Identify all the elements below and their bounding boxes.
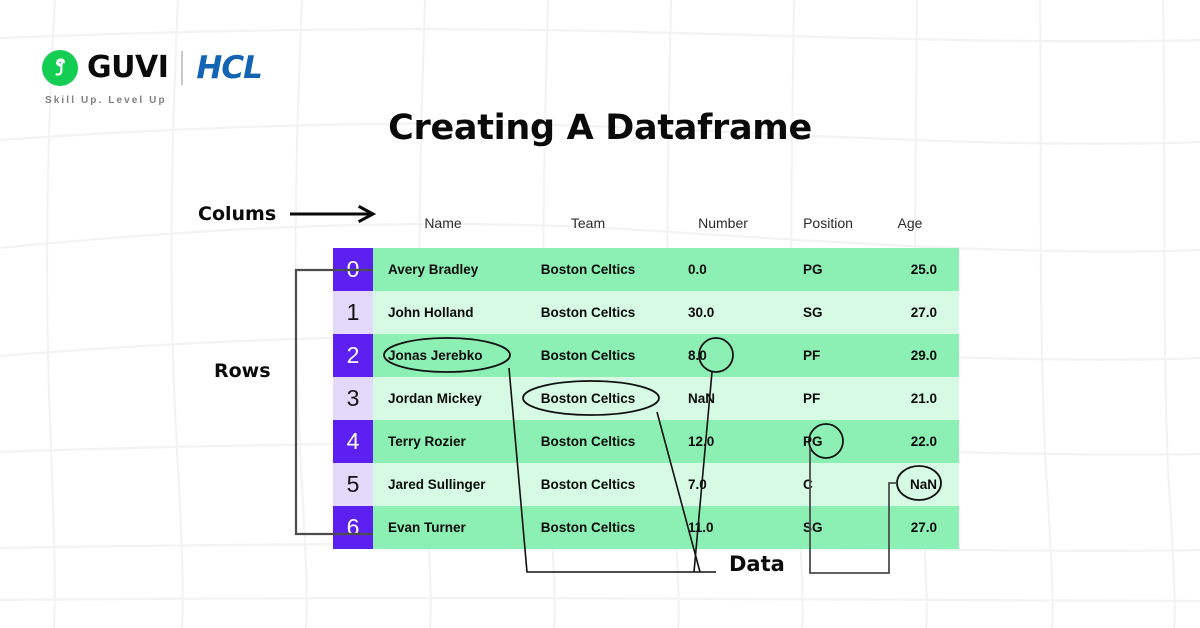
- cell-team: Boston Celtics: [540, 391, 636, 406]
- table-row: 0 Avery Bradley Boston Celtics 0.0 PG 25…: [333, 248, 959, 291]
- cell-age: NaN: [909, 477, 937, 492]
- cell-name: Avery Bradley: [388, 262, 479, 277]
- cell-number: 12.0: [688, 434, 715, 449]
- cell-position: SG: [803, 305, 823, 320]
- cell-number: 11.0: [688, 520, 714, 535]
- row-index: 1: [333, 291, 373, 334]
- cell-position: PF: [803, 391, 821, 406]
- row-cells: Jordan Mickey Boston Celtics NaN PF 21.0: [373, 377, 959, 420]
- cell-age: 29.0: [910, 348, 937, 363]
- cell-name: John Holland: [388, 305, 474, 320]
- column-header-age: Age: [897, 215, 923, 231]
- row-cells: Jonas Jerebko Boston Celtics 8.0 PF 29.0: [373, 334, 959, 377]
- rows-bracket: [294, 268, 373, 536]
- row-cells: John Holland Boston Celtics 30.0 SG 27.0: [373, 291, 959, 334]
- cell-number: 30.0: [688, 305, 715, 320]
- cell-position: C: [803, 477, 813, 492]
- cell-age: 22.0: [910, 434, 937, 449]
- columns-annotation: Colums: [198, 200, 380, 228]
- cell-position: PG: [803, 434, 823, 449]
- cell-age: 25.0: [910, 262, 937, 277]
- row-cells: Avery Bradley Boston Celtics 0.0 PG 25.0: [373, 248, 959, 291]
- table-row: 4 Terry Rozier Boston Celtics 12.0 PG 22…: [333, 420, 959, 463]
- row-cells: Jared Sullinger Boston Celtics 7.0 C NaN: [373, 463, 959, 506]
- cell-team: Boston Celtics: [540, 477, 636, 492]
- cell-position: PG: [803, 262, 823, 277]
- cell-number: 7.0: [688, 477, 707, 492]
- cell-number: NaN: [688, 391, 716, 406]
- row-cells: Terry Rozier Boston Celtics 12.0 PG 22.0: [373, 420, 959, 463]
- cell-name: Jordan Mickey: [388, 391, 482, 406]
- page-title: Creating A Dataframe: [388, 108, 812, 148]
- guvi-wordmark: GUVI: [87, 50, 169, 85]
- row-cells: Evan Turner Boston Celtics 11.0 SG 27.0: [373, 506, 959, 549]
- table-row: 5 Jared Sullinger Boston Celtics 7.0 C N…: [333, 463, 959, 506]
- logo-row: GUVI HCL: [42, 48, 263, 88]
- cell-team: Boston Celtics: [540, 305, 636, 320]
- column-header-position: Position: [803, 215, 853, 231]
- table-header-row: Name Team Number Position Age: [333, 198, 959, 248]
- cell-name: Evan Turner: [388, 520, 466, 535]
- table-row: 2 Jonas Jerebko Boston Celtics 8.0 PF 29…: [333, 334, 959, 377]
- data-label: Data: [729, 552, 785, 576]
- row-index: 5: [333, 463, 373, 506]
- cell-number: 0.0: [688, 262, 707, 277]
- cell-position: SG: [803, 520, 823, 535]
- cell-age: 27.0: [910, 305, 937, 320]
- cell-name: Jared Sullinger: [388, 477, 486, 492]
- rows-label: Rows: [214, 360, 271, 382]
- cell-age: 21.0: [910, 391, 937, 406]
- row-index: 3: [333, 377, 373, 420]
- cell-position: PF: [803, 348, 821, 363]
- header-cells: Name Team Number Position Age: [373, 215, 959, 231]
- table-row: 6 Evan Turner Boston Celtics 11.0 SG 27.…: [333, 506, 959, 549]
- cell-team: Boston Celtics: [540, 434, 636, 449]
- columns-arrow-icon: [290, 204, 377, 224]
- cell-name: Terry Rozier: [388, 434, 466, 449]
- brand-tagline: Skill Up. Level Up: [45, 95, 167, 106]
- column-header-team: Team: [570, 215, 606, 231]
- columns-label: Colums: [198, 203, 277, 225]
- logo-divider: [181, 51, 184, 85]
- dataframe-table: Name Team Number Position Age 0 Avery Br…: [333, 198, 959, 549]
- hcl-wordmark: HCL: [196, 49, 262, 86]
- cell-team: Boston Celtics: [540, 348, 636, 363]
- cell-team: Boston Celtics: [540, 520, 636, 535]
- column-header-name: Name: [424, 215, 462, 231]
- cell-name: Jonas Jerebko: [388, 348, 483, 363]
- cell-number: 8.0: [688, 348, 707, 363]
- table-row: 1 John Holland Boston Celtics 30.0 SG 27…: [333, 291, 959, 334]
- brand-logo-lockup: GUVI HCL Skill Up. Level Up: [42, 48, 263, 106]
- table-row: 3 Jordan Mickey Boston Celtics NaN PF 21…: [333, 377, 959, 420]
- cell-age: 27.0: [910, 520, 937, 535]
- cell-team: Boston Celtics: [540, 262, 636, 277]
- column-header-number: Number: [698, 215, 748, 231]
- guvi-logo-icon: [42, 50, 78, 86]
